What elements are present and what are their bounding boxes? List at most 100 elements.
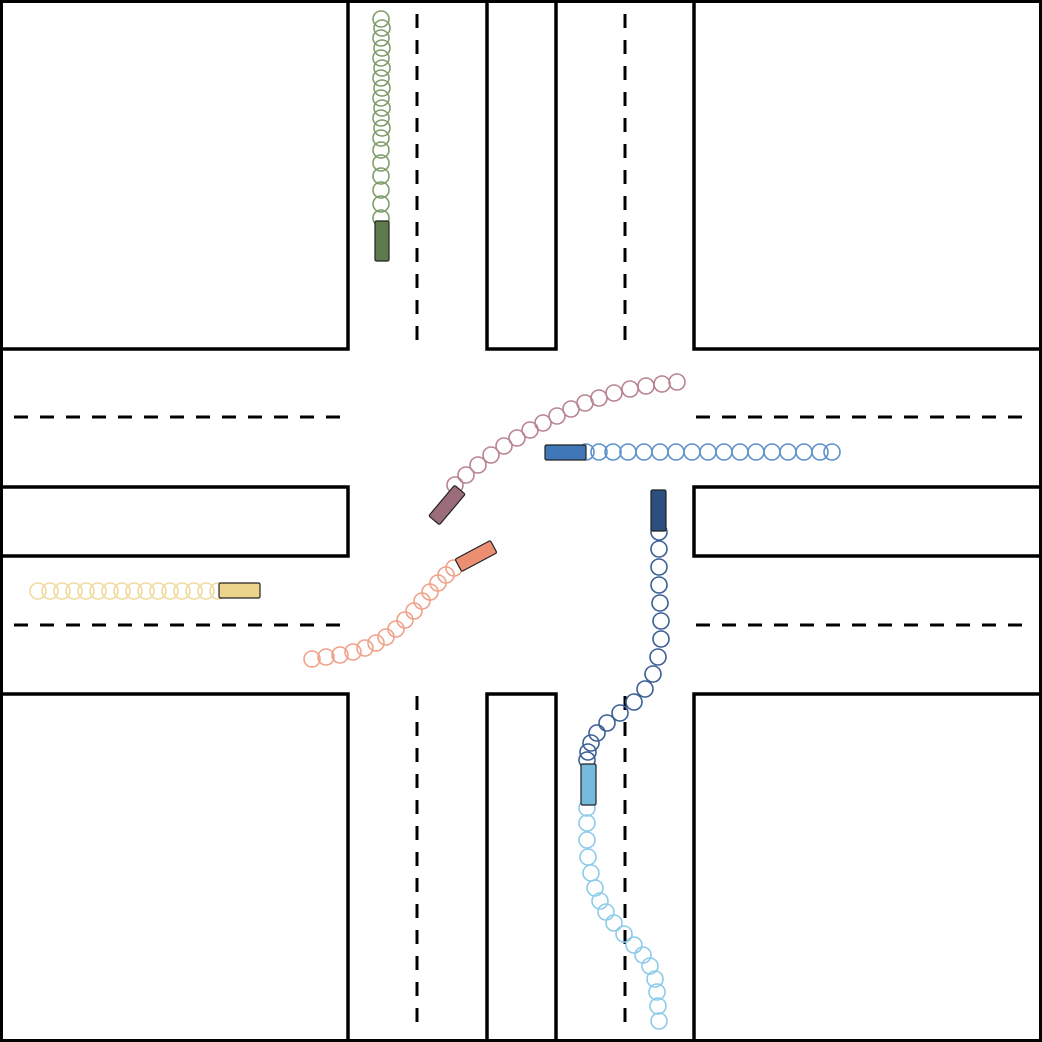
trail-point bbox=[611, 704, 629, 722]
trail-point bbox=[149, 582, 167, 600]
trail-point bbox=[331, 646, 349, 664]
median-left-edge bbox=[2, 485, 350, 558]
trail-point bbox=[521, 421, 539, 439]
trail-point bbox=[650, 540, 668, 558]
trail-point bbox=[373, 119, 391, 137]
trail-point bbox=[173, 582, 191, 600]
trail-point bbox=[373, 39, 391, 57]
trail-point bbox=[636, 680, 654, 698]
trail-point bbox=[457, 466, 475, 484]
trail-point bbox=[372, 69, 390, 87]
median-top-edge bbox=[485, 2, 558, 351]
vehicle-sky bbox=[580, 763, 597, 806]
trail-point bbox=[649, 997, 667, 1015]
trail-point bbox=[578, 814, 596, 832]
trail-point bbox=[644, 665, 662, 683]
trail-point bbox=[372, 10, 390, 28]
trail-sky bbox=[578, 799, 668, 1030]
trail-point bbox=[101, 582, 119, 600]
trail-point bbox=[387, 620, 405, 638]
trail-point bbox=[372, 89, 390, 107]
median-right-edge bbox=[692, 485, 1040, 558]
trail-point bbox=[578, 831, 596, 849]
trail-point bbox=[372, 141, 390, 159]
trail-point bbox=[650, 558, 668, 576]
trail-point bbox=[625, 936, 643, 954]
trail-point bbox=[648, 983, 666, 1001]
trail-point bbox=[89, 582, 107, 600]
trail-point bbox=[652, 630, 670, 648]
trail-point bbox=[303, 650, 321, 668]
trail-point bbox=[41, 582, 59, 600]
trail-point bbox=[197, 582, 215, 600]
trail-point bbox=[372, 167, 390, 185]
trail-point bbox=[650, 576, 668, 594]
trail-point bbox=[621, 380, 639, 398]
trail-point bbox=[53, 582, 71, 600]
trail-point bbox=[495, 437, 513, 455]
trail-point bbox=[161, 582, 179, 600]
median-bottom-edge bbox=[485, 692, 558, 1040]
block-top-right-edge bbox=[692, 2, 1040, 351]
trail-navy bbox=[578, 523, 670, 769]
trail-point bbox=[604, 443, 622, 461]
trail-point bbox=[372, 181, 390, 199]
trail-point bbox=[646, 970, 664, 988]
trail-point bbox=[469, 456, 487, 474]
trail-point bbox=[373, 99, 391, 117]
trail-point bbox=[29, 582, 47, 600]
trail-point bbox=[588, 724, 606, 742]
trail-point bbox=[652, 612, 670, 630]
trail-point bbox=[482, 446, 500, 464]
block-bottom-left-edge bbox=[0, 692, 350, 1040]
trail-yellow bbox=[29, 582, 227, 600]
trail-point bbox=[396, 611, 414, 629]
trail-point bbox=[125, 582, 143, 600]
trail-point bbox=[641, 957, 659, 975]
vehicle-navy bbox=[650, 489, 667, 532]
trail-point bbox=[373, 79, 391, 97]
trail-point bbox=[373, 59, 391, 77]
trail-point bbox=[185, 582, 203, 600]
trail-point bbox=[372, 29, 390, 47]
trail-point bbox=[579, 743, 597, 761]
vehicle-blue bbox=[544, 444, 587, 461]
trail-point bbox=[372, 49, 390, 67]
trail-point bbox=[137, 582, 155, 600]
trail-point bbox=[367, 634, 385, 652]
trail-point bbox=[372, 129, 390, 147]
trail-point bbox=[77, 582, 95, 600]
block-bottom-right-edge bbox=[692, 692, 1040, 1040]
trail-point bbox=[598, 714, 616, 732]
vehicle-green bbox=[374, 220, 390, 262]
trail-point bbox=[619, 443, 637, 461]
trail-point bbox=[317, 648, 335, 666]
trail-point bbox=[625, 693, 643, 711]
trail-point bbox=[651, 594, 669, 612]
trail-point bbox=[372, 109, 390, 127]
trail-green bbox=[372, 10, 391, 227]
trail-point bbox=[372, 195, 390, 213]
trail-point bbox=[650, 1012, 668, 1030]
lane-markings bbox=[14, 14, 1030, 1030]
trail-point bbox=[582, 734, 600, 752]
trail-point bbox=[615, 925, 633, 943]
block-top-left-edge bbox=[0, 2, 350, 351]
trail-point bbox=[356, 639, 374, 657]
trail-point bbox=[508, 429, 526, 447]
trail-point bbox=[373, 19, 391, 37]
trail-point bbox=[591, 892, 609, 910]
vehicle-salmon bbox=[454, 540, 498, 572]
trail-point bbox=[586, 879, 604, 897]
trail-point bbox=[823, 443, 841, 461]
trail-point bbox=[649, 648, 667, 666]
vehicle-mauve bbox=[428, 485, 466, 525]
trail-point bbox=[562, 400, 580, 418]
trail-point bbox=[344, 643, 362, 661]
trail-point bbox=[605, 914, 623, 932]
trail-point bbox=[590, 443, 608, 461]
trail-point bbox=[372, 154, 390, 172]
